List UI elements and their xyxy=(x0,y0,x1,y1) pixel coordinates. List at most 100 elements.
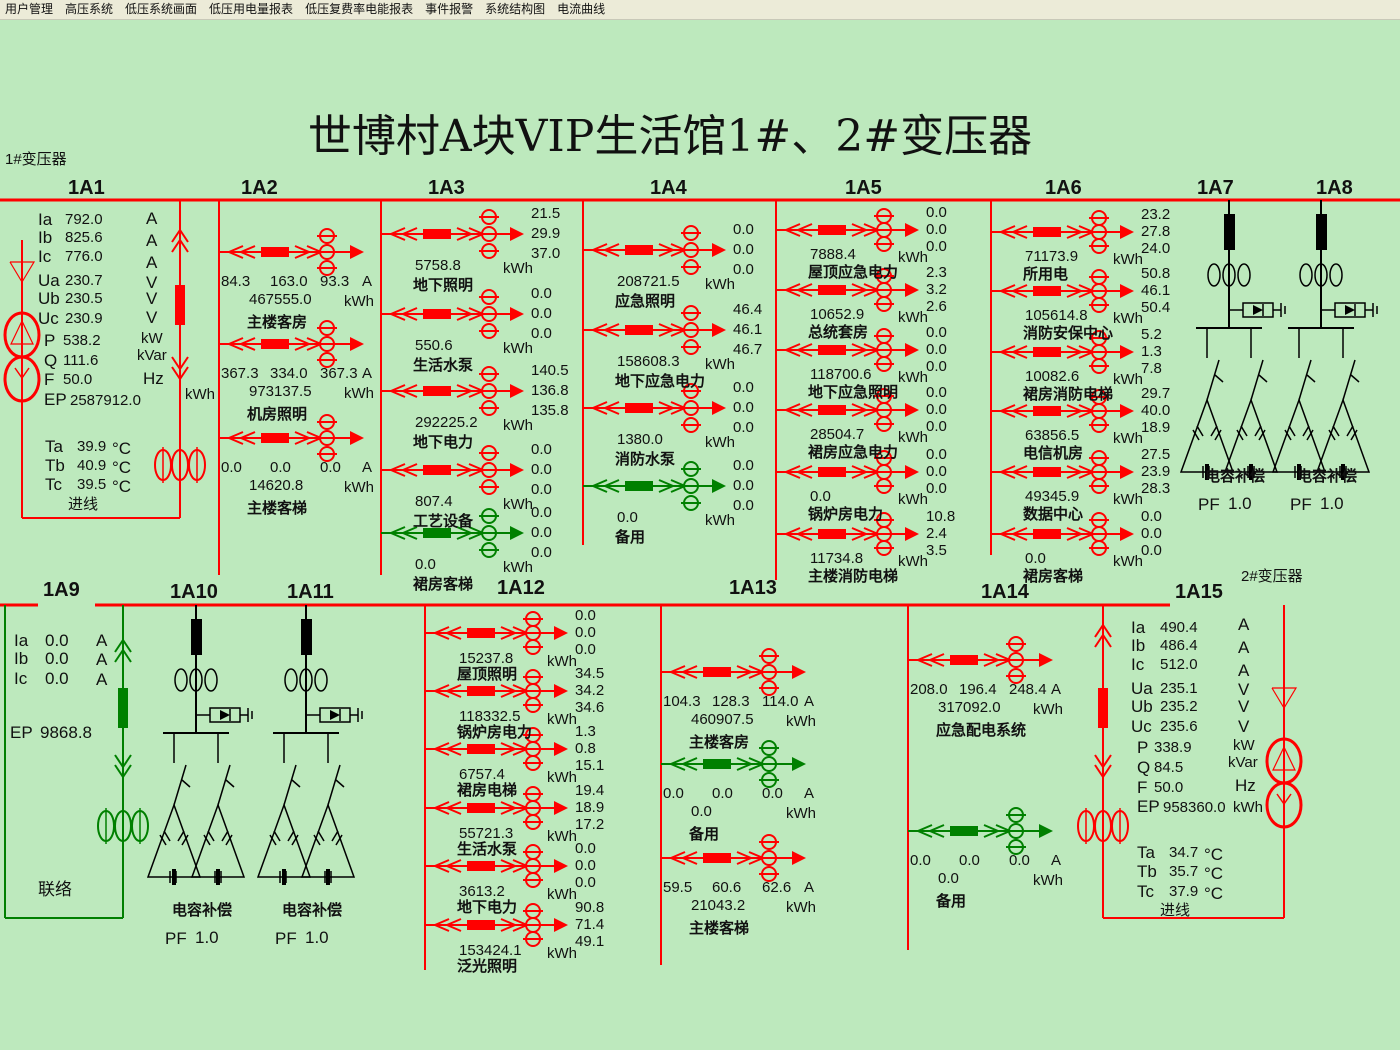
chevron-right-icon xyxy=(983,653,1001,667)
feeder-1A6-0[interactable] xyxy=(991,210,1134,254)
arrow-head-icon xyxy=(510,227,524,241)
feeder-1A4-2[interactable] xyxy=(583,383,726,433)
unit-kwh: kWh xyxy=(705,434,735,451)
feeder-1A6-5[interactable] xyxy=(991,512,1134,556)
feeder-1A4-1[interactable] xyxy=(583,305,726,355)
chevron-left-icon xyxy=(602,479,620,493)
energy-reading: 292225.2 xyxy=(415,414,478,431)
chevron-left-icon xyxy=(680,665,698,679)
menu-item-6[interactable]: 系统结构图 xyxy=(485,2,546,16)
phase-current: 27.5 xyxy=(1141,446,1171,463)
capacitor-name: 电容补偿 xyxy=(1205,468,1266,485)
phase-current: 29.7 xyxy=(1141,385,1171,402)
unit-v: V xyxy=(1238,717,1250,736)
feeder-1A6-1[interactable] xyxy=(991,269,1134,313)
feeder-1A3-4[interactable] xyxy=(381,508,524,558)
chevron-right-icon xyxy=(294,431,312,445)
reading-value: 230.7 xyxy=(65,272,103,289)
unit-kwh: kWh xyxy=(1233,799,1263,816)
chevron-right-icon xyxy=(1066,527,1084,541)
temperature-value: 39.9 xyxy=(77,438,107,455)
chevron-left-icon xyxy=(1010,465,1028,479)
menu-item-5[interactable]: 事件报警 xyxy=(425,2,474,16)
feeder-1A13-1[interactable] xyxy=(661,740,806,788)
chevron-right-icon xyxy=(851,223,869,237)
feeder-1A3-1[interactable] xyxy=(381,289,524,339)
chevron-left-icon xyxy=(998,225,1016,239)
phase-current: 60.6 xyxy=(712,879,742,896)
feeder-1A12-0[interactable] xyxy=(425,611,568,655)
chevron-left-icon xyxy=(444,918,462,932)
chevron-left-icon xyxy=(432,684,450,698)
feeder-1A4-0[interactable] xyxy=(583,225,726,275)
feeder-1A2-0[interactable] xyxy=(219,228,364,276)
reading-value: 111.6 xyxy=(63,352,99,369)
feeder-1A3-3[interactable] xyxy=(381,445,524,495)
chevron-left-icon xyxy=(238,337,256,351)
menu-item-7[interactable]: 电流曲线 xyxy=(557,2,606,16)
bus-label-1A15: 1A15 xyxy=(1175,581,1223,603)
bus-label-1A7: 1A7 xyxy=(1197,177,1234,199)
chevron-left-icon xyxy=(1010,345,1028,359)
feeder-1A14-0[interactable] xyxy=(908,636,1053,684)
feeder-1A2-2[interactable] xyxy=(219,414,364,462)
unit-kwh: kWh xyxy=(503,559,533,576)
chevron-right-icon xyxy=(500,801,518,815)
feeder-1A6-2[interactable] xyxy=(991,330,1134,374)
feeder-1A3-2[interactable] xyxy=(381,366,524,416)
feeder-1A12-4[interactable] xyxy=(425,844,568,888)
feeder-1A13-2[interactable] xyxy=(661,834,806,882)
feeder-1A14-1[interactable] xyxy=(908,807,1053,855)
chevron-down-icon xyxy=(171,356,189,371)
feeder-1A4-3[interactable] xyxy=(583,461,726,511)
phase-current: 128.3 xyxy=(712,693,750,710)
phase-current: 18.9 xyxy=(575,799,605,816)
feeder-1A5-2[interactable] xyxy=(776,328,919,372)
feeder-1A5-1[interactable] xyxy=(776,268,919,312)
menu-item-3[interactable]: 低压用电量报表 xyxy=(209,2,294,16)
phase-current: 50.8 xyxy=(1141,265,1171,282)
chevron-left-icon xyxy=(602,323,620,337)
menu-item-4[interactable]: 低压复费率电能报表 xyxy=(305,2,414,16)
feeder-1A12-1[interactable] xyxy=(425,669,568,713)
feeder-name: 地下应急照明 xyxy=(808,384,899,401)
feeder-1A5-3[interactable] xyxy=(776,388,919,432)
chevron-left-icon xyxy=(927,824,945,838)
arrow-head-icon xyxy=(1120,527,1134,541)
chevron-left-icon xyxy=(388,307,406,321)
menu-item-0[interactable]: 用户管理 xyxy=(5,2,54,16)
reading-label: Tc xyxy=(45,475,62,494)
breaker-icon xyxy=(261,247,289,257)
phase-current: 0.0 xyxy=(320,459,341,476)
chevron-left-icon xyxy=(444,742,462,756)
feeder-1A13-0[interactable] xyxy=(661,648,806,696)
breaker-icon xyxy=(818,405,846,415)
unit-kwh: kWh xyxy=(898,429,928,446)
feeder-1A3-0[interactable] xyxy=(381,209,524,259)
chevron-right-icon xyxy=(658,479,676,493)
feeder-1A2-1[interactable] xyxy=(219,320,364,368)
reading-value: 230.5 xyxy=(65,290,103,307)
feeder-1A6-3[interactable] xyxy=(991,389,1134,433)
feeder-1A5-0[interactable] xyxy=(776,208,919,252)
bus-label-1A4: 1A4 xyxy=(650,177,687,199)
feeder-1A5-5[interactable] xyxy=(776,512,919,556)
chevron-right-icon xyxy=(736,851,754,865)
menu-item-1[interactable]: 高压系统 xyxy=(65,2,114,16)
feeder-1A12-2[interactable] xyxy=(425,727,568,771)
feeder-1A5-4[interactable] xyxy=(776,450,919,494)
phase-current: 334.0 xyxy=(270,365,308,382)
feeder-1A6-4[interactable] xyxy=(991,450,1134,494)
feeder-1A12-5[interactable] xyxy=(425,903,568,947)
feeder-1A12-3[interactable] xyxy=(425,786,568,830)
energy-reading: 118700.6 xyxy=(810,366,872,383)
unit-a: A xyxy=(362,459,373,476)
unit-hz: Hz xyxy=(143,369,164,388)
unit-kwh: kWh xyxy=(786,805,816,822)
unit-kwh: kWh xyxy=(1113,553,1143,570)
unit-kwh: kWh xyxy=(705,512,735,529)
menu-item-2[interactable]: 低压系统画面 xyxy=(125,2,198,16)
arrow-head-icon xyxy=(350,245,364,259)
chevron-left-icon xyxy=(400,307,418,321)
feeder-name: 主楼客房 xyxy=(689,734,750,751)
